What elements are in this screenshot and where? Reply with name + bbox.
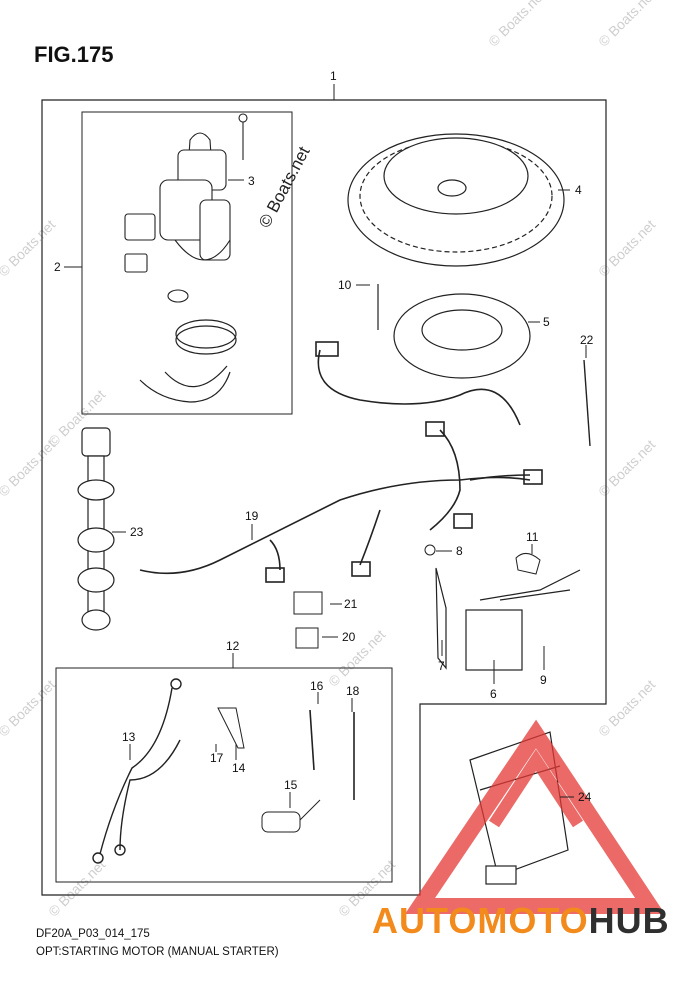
callout-22: 22 xyxy=(580,333,594,347)
callout-21: 21 xyxy=(344,597,358,611)
starter-motor xyxy=(124,113,248,303)
callout-5: 5 xyxy=(543,315,550,329)
wire-harness xyxy=(139,341,543,583)
brand-logo[interactable]: AUTOMOTOHUB xyxy=(372,900,670,942)
camshaft xyxy=(77,427,115,631)
callout-16: 16 xyxy=(310,679,324,693)
cable-tie xyxy=(583,359,591,447)
brand-logo-icon xyxy=(404,719,665,914)
callout-12: 12 xyxy=(226,639,240,653)
fuse-holder xyxy=(261,799,321,833)
callout-4: 4 xyxy=(575,183,582,197)
callout-17: 17 xyxy=(210,751,224,765)
callout-20: 20 xyxy=(342,630,356,644)
callout-9: 9 xyxy=(540,673,547,687)
clip xyxy=(515,553,541,575)
figure-subtitle: OPT:STARTING MOTOR (MANUAL STARTER) xyxy=(36,946,279,958)
brand-part-1: AUTOMOTO xyxy=(372,900,589,941)
brand-part-2: HUB xyxy=(588,900,670,941)
relay xyxy=(295,627,319,649)
callout-13: 13 xyxy=(122,730,136,744)
callout-24: 24 xyxy=(578,790,592,804)
callout-18: 18 xyxy=(346,684,360,698)
flywheel xyxy=(347,133,565,267)
callout-14: 14 xyxy=(232,761,246,775)
figure-code: DF20A_P03_014_175 xyxy=(36,928,150,940)
bolt xyxy=(424,544,436,556)
callout-8: 8 xyxy=(456,544,463,558)
band-clamp xyxy=(139,319,237,403)
callout-11: 11 xyxy=(526,530,539,544)
bracket xyxy=(217,707,245,749)
callout-10: 10 xyxy=(338,278,352,292)
cable-tie xyxy=(309,709,315,771)
relay xyxy=(293,591,323,615)
figure-title: FIG.175 xyxy=(34,42,114,67)
callout-1: 1 xyxy=(330,69,337,83)
callout-2: 2 xyxy=(54,260,61,274)
callout-6: 6 xyxy=(490,687,497,701)
callout-15: 15 xyxy=(284,778,298,792)
callout-3: 3 xyxy=(248,174,255,188)
rectifier xyxy=(435,567,581,671)
stator xyxy=(377,284,531,379)
callout-19: 19 xyxy=(245,509,259,523)
battery-cable xyxy=(92,678,182,864)
callout-23: 23 xyxy=(130,525,144,539)
callout-7: 7 xyxy=(438,659,445,673)
